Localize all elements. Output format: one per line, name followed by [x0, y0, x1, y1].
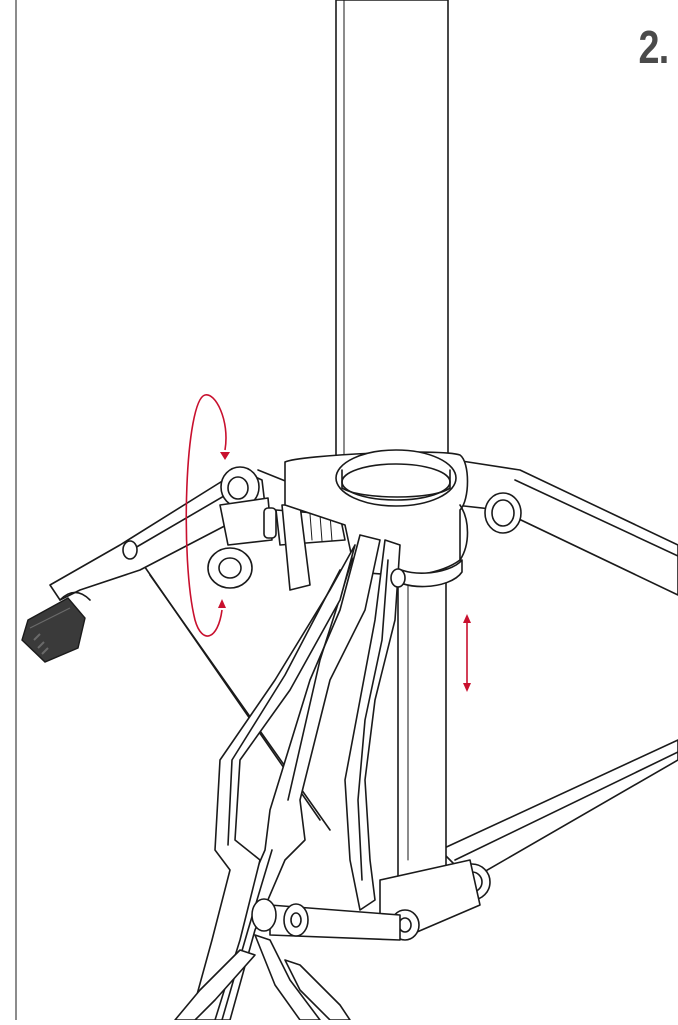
lower-clamp: [251, 859, 481, 941]
rotate-arrow-icon: [185, 394, 230, 637]
lower-tube: [397, 559, 447, 881]
brace-right: [439, 739, 678, 901]
linkage-arms: [189, 534, 406, 1021]
upper-tube: [335, 0, 449, 491]
up-down-arrow-icon: [463, 614, 471, 692]
step-number: 2.: [638, 21, 669, 73]
leg-right-rear: [454, 459, 678, 596]
wing-nut: [207, 466, 277, 589]
collar-housing: [284, 449, 469, 588]
rubber-foot: [21, 591, 91, 663]
legs-bottom: [174, 934, 351, 1021]
